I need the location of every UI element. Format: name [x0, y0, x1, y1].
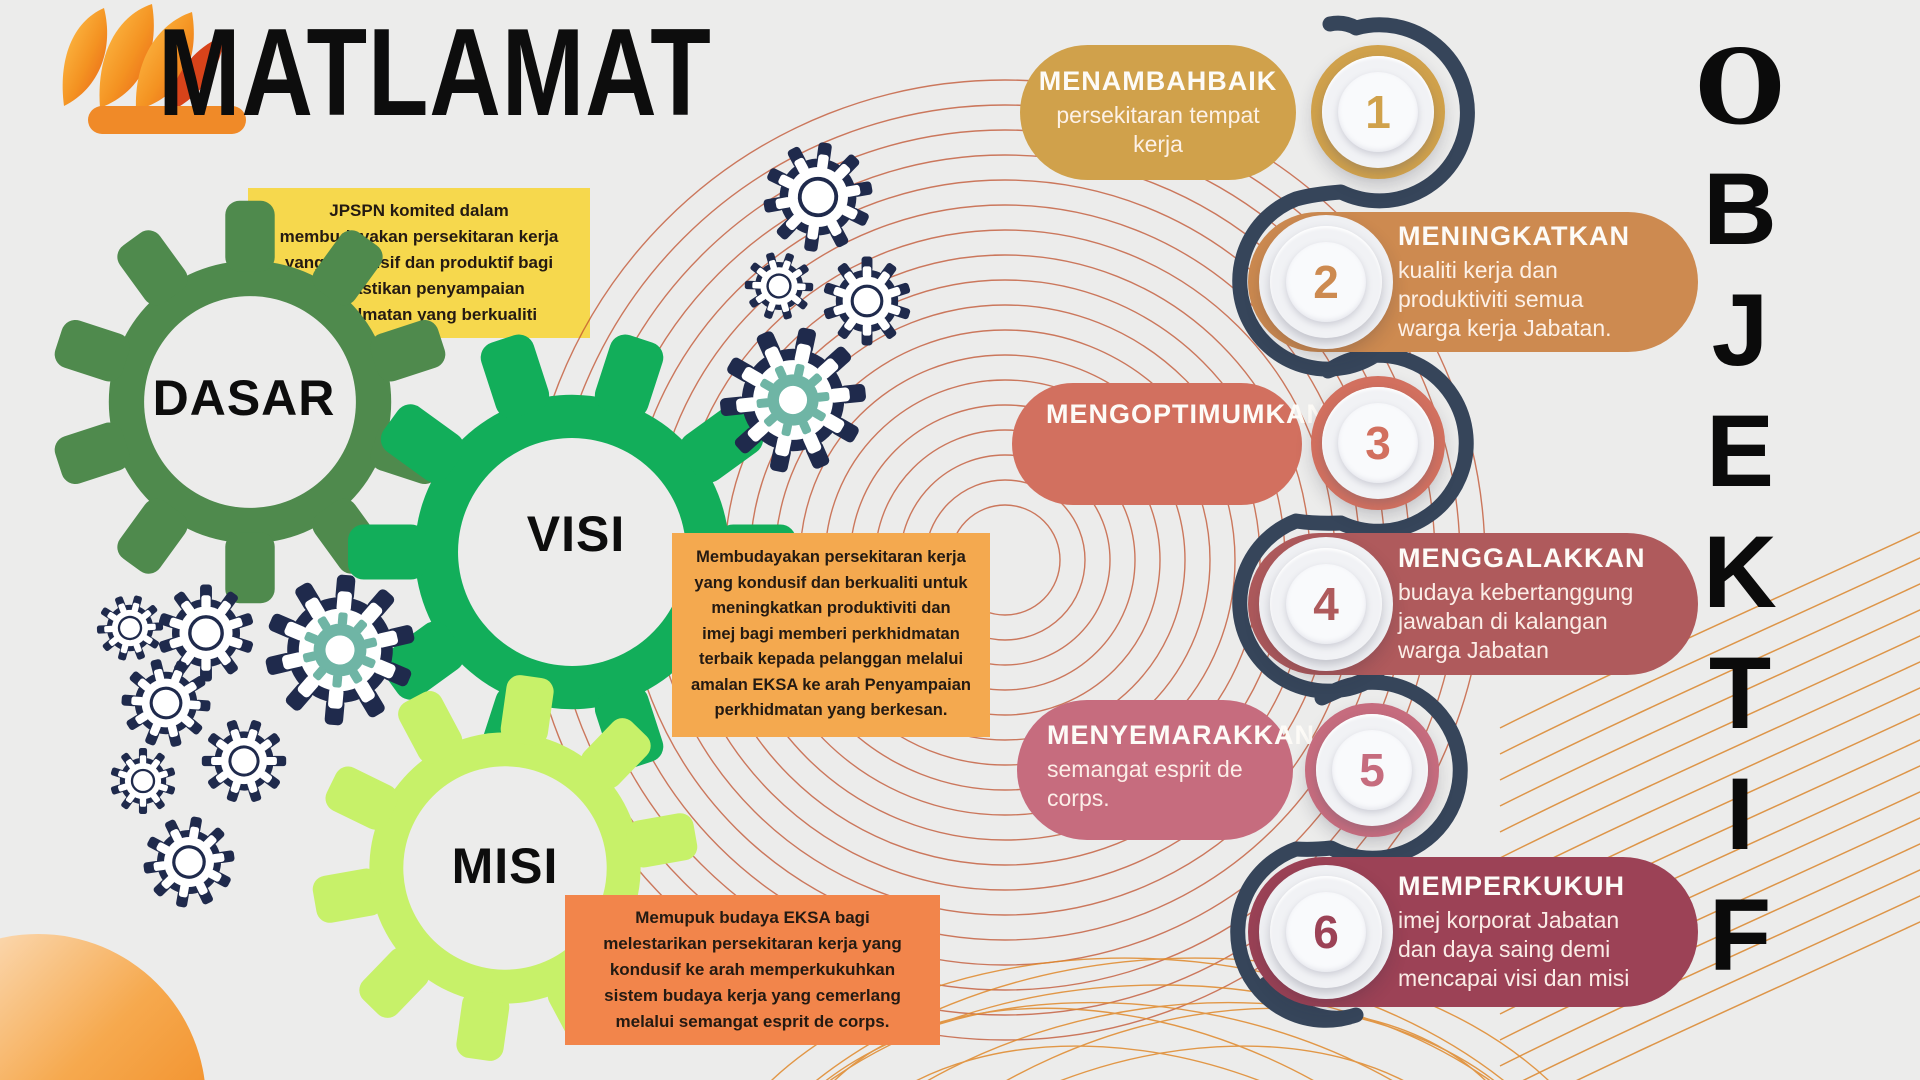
objective-pill-3: MENGOPTIMUMKAN — [1012, 383, 1327, 505]
outline-gear-icon — [136, 809, 242, 915]
objective-number: 5 — [1359, 744, 1385, 796]
vertical-letter: O — [1695, 28, 1785, 148]
corner-disc — [0, 934, 205, 1080]
objective-title: MENAMBAHBAIK — [1038, 66, 1278, 96]
objective-number: 1 — [1365, 86, 1391, 138]
policy-description-box: JPSPN komited dalam membudayakan perseki… — [248, 188, 590, 338]
outline-gear-icon — [110, 747, 176, 815]
objective-number-badge-5: 5 — [1305, 703, 1439, 837]
outline-gear-icon — [735, 242, 823, 330]
objective-text: imej korporat Jabatan dan daya saing dem… — [1398, 907, 1630, 991]
objective-pill-5: MENYEMARAKKAN semangat esprit de corps. — [1017, 700, 1315, 840]
outline-gear-icon — [191, 707, 297, 815]
objective-text: budaya kebertanggung jawaban di kalangan… — [1398, 579, 1634, 663]
gear-label-visi: VISI — [526, 506, 626, 562]
badge-core: 1 — [1338, 72, 1418, 152]
objective-text: persekitaran tempat kerja — [1056, 102, 1260, 157]
objective-title: MENYEMARAKKAN — [1047, 720, 1315, 750]
badge-core: 4 — [1286, 564, 1366, 644]
gear-label-dasar: DASAR — [152, 370, 336, 426]
outline-gear-icon — [756, 135, 880, 259]
outline-gear-icon — [158, 584, 254, 682]
objective-title: MEMPERKUKUH — [1398, 871, 1625, 901]
vertical-letter: E — [1705, 394, 1775, 508]
objective-title: MENGGALAKKAN — [1398, 543, 1646, 573]
badge-core: 3 — [1338, 403, 1418, 483]
badge-core: 2 — [1286, 242, 1366, 322]
objective-title: MENGOPTIMUMKAN — [1046, 399, 1327, 429]
objective-number-badge-1: 1 — [1311, 45, 1445, 179]
vertical-letter: K — [1703, 515, 1777, 629]
vertical-letter: F — [1708, 878, 1772, 992]
page-title: MATLAMAT — [158, 4, 712, 142]
vertical-letter: B — [1703, 152, 1777, 266]
badge-core: 5 — [1332, 730, 1412, 810]
badge-circle: 5 — [1316, 714, 1428, 826]
objective-title: MENINGKATKAN — [1398, 221, 1630, 251]
badge-circle: 4 — [1270, 548, 1382, 660]
outline-gear-icon — [823, 256, 911, 346]
badge-circle: 6 — [1270, 876, 1382, 988]
vertical-title-objektif: O B J E K T I F — [1678, 28, 1802, 996]
vertical-letter: I — [1725, 757, 1755, 871]
visi-description-box: Membudayakan persekitaran kerja yang kon… — [672, 533, 990, 737]
objective-number: 6 — [1313, 906, 1339, 958]
badge-circle: 1 — [1322, 56, 1434, 168]
badge-circle: 2 — [1270, 226, 1382, 338]
objective-number: 4 — [1313, 578, 1339, 630]
objective-text: semangat esprit de corps. — [1047, 756, 1243, 811]
teal-gear-icon — [259, 568, 421, 732]
teal-gear-icon — [707, 313, 879, 487]
objective-number: 2 — [1313, 256, 1339, 308]
objective-pill-1: MENAMBAHBAIK persekitaran tempat kerja — [1020, 45, 1296, 180]
misi-description-box: Memupuk budaya EKSA bagi melestarikan pe… — [565, 895, 940, 1045]
badge-core: 6 — [1286, 892, 1366, 972]
vertical-letter: T — [1708, 636, 1772, 750]
badge-circle: 3 — [1322, 387, 1434, 499]
objective-number-badge-3: 3 — [1311, 376, 1445, 510]
outline-gear-icon — [108, 645, 224, 761]
objective-text: kualiti kerja dan produktiviti semua war… — [1398, 257, 1612, 341]
objective-number-badge-2: 2 — [1259, 215, 1393, 349]
objective-number-badge-4: 4 — [1259, 537, 1393, 671]
objective-number-badge-6: 6 — [1259, 865, 1393, 999]
vertical-letter: J — [1711, 273, 1769, 387]
objective-number: 3 — [1365, 417, 1391, 469]
gear-label-misi: MISI — [451, 838, 559, 894]
outline-gear-icon — [89, 587, 171, 669]
